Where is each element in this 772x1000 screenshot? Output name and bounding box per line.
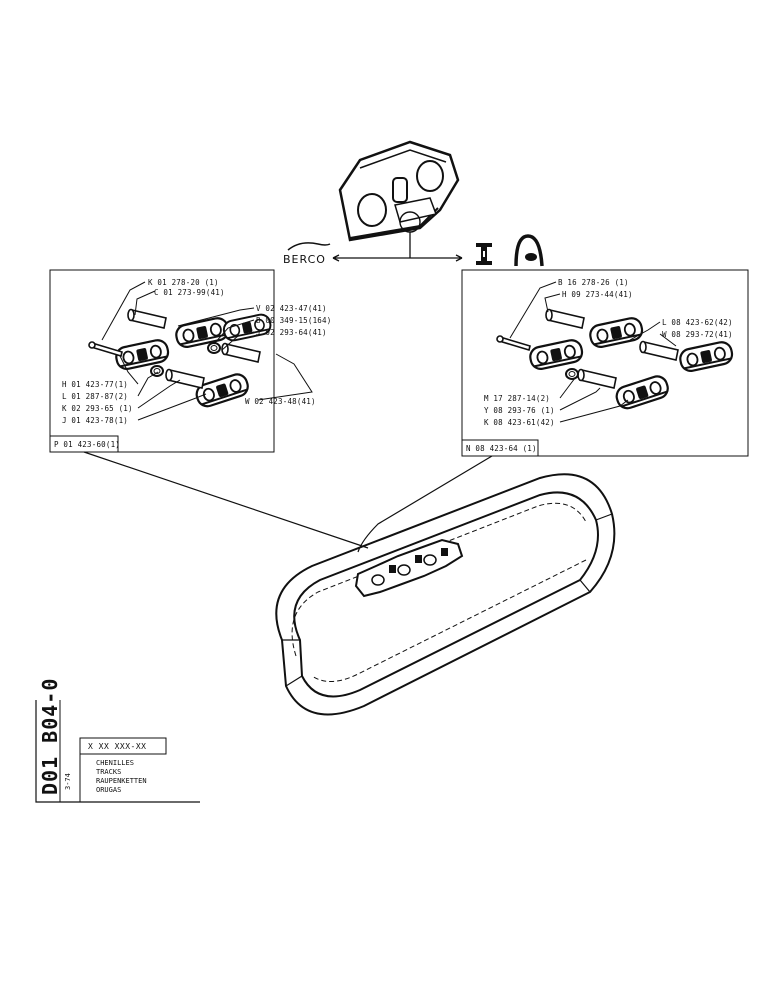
- callout-label: M 17 287-14(2): [484, 394, 550, 403]
- callout-label: Y 08 293-76 (1): [484, 406, 555, 415]
- brand-connector: [332, 232, 463, 262]
- track-link-drawing: [338, 140, 460, 242]
- document-date: 3-74: [64, 773, 72, 790]
- left-assembly-box: [49, 269, 313, 453]
- callout-label: B 00 349-15(164): [256, 316, 331, 325]
- berco-logo: BERCO: [283, 242, 331, 266]
- callout-label: W 08 293-72(41): [662, 330, 733, 339]
- part-name-es: ORUGAS: [96, 786, 122, 794]
- part-name-de: RAUPENKETTEN: [96, 777, 147, 785]
- title-block: [35, 700, 200, 803]
- arch-logo: [514, 234, 544, 267]
- part-name-en: TRACKS: [96, 768, 122, 776]
- callout-label: K 01 278-20 (1): [148, 278, 219, 287]
- document-code: D01 B04-0: [38, 677, 62, 795]
- callout-label: J 01 423-78(1): [62, 416, 128, 425]
- callout-label: C 01 273-99(41): [154, 288, 225, 297]
- callout-label: W 02 423-48(41): [245, 397, 316, 406]
- assembly-label: N 08 423-64 (1): [466, 444, 537, 453]
- callout-label: L 08 423-62(42): [662, 318, 733, 327]
- assembly-label: P 01 423-60(1): [54, 440, 120, 449]
- callout-label: K 08 423-61(42): [484, 418, 555, 427]
- leader-left-to-track: [83, 451, 369, 549]
- callout-label: H 09 273-44(41): [562, 290, 633, 299]
- part-number: X XX XXX-XX: [88, 742, 147, 751]
- right-assembly-box: [461, 269, 749, 457]
- leader-right-to-track: [357, 455, 493, 553]
- i-beam-logo: [476, 243, 492, 265]
- callout-label: B 16 278-26 (1): [558, 278, 629, 287]
- callout-label: K 02 293-65 (1): [62, 404, 133, 413]
- berco-wordmark: BERCO: [283, 253, 326, 266]
- part-name-fr: CHENILLES: [96, 759, 134, 767]
- callout-label: L 01 287-87(2): [62, 392, 128, 401]
- track-loop-drawing: [275, 473, 616, 716]
- callout-label: V 02 423-47(41): [256, 304, 327, 313]
- callout-label: H 01 423-77(1): [62, 380, 128, 389]
- callout-label: J 02 293-64(41): [256, 328, 327, 337]
